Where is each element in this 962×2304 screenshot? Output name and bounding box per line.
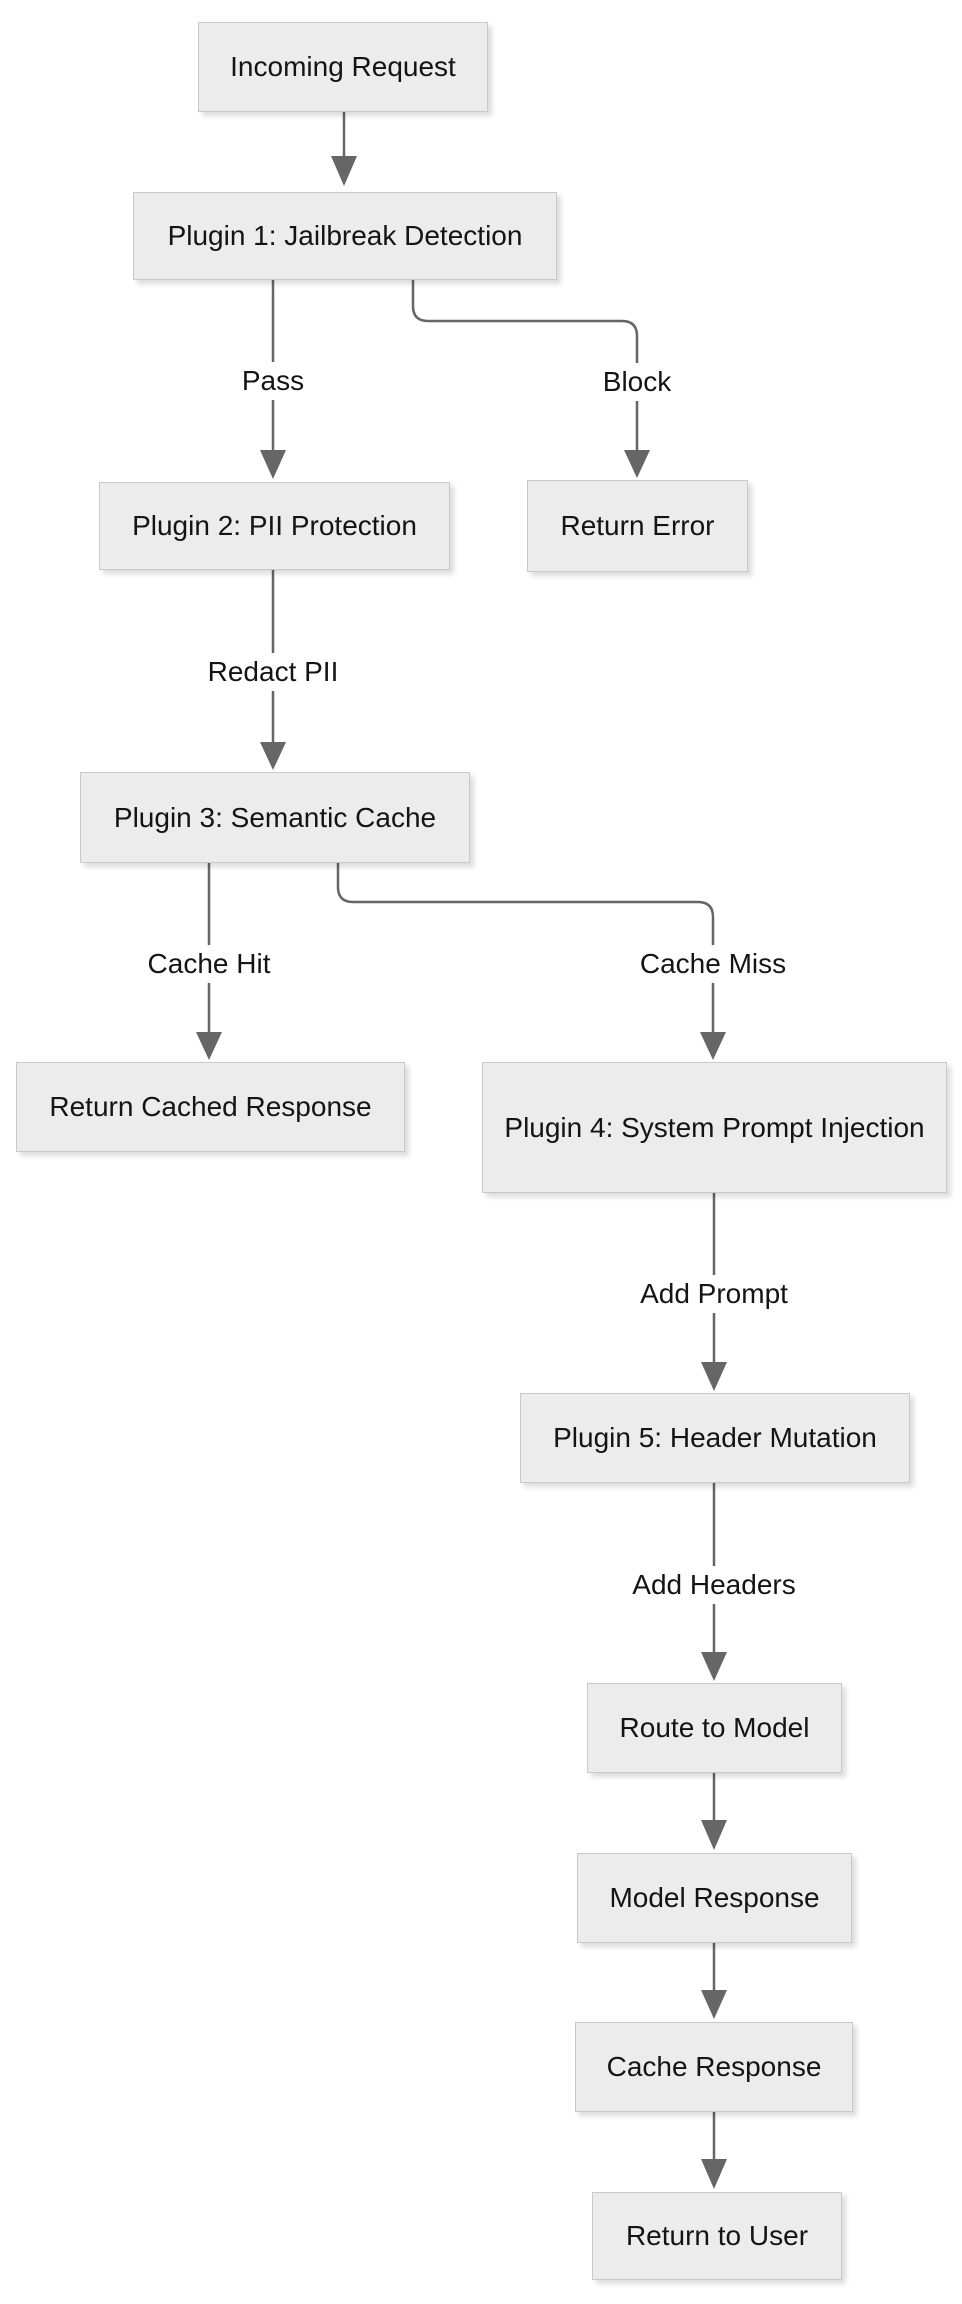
edge-label-add-prompt: Add Prompt <box>632 1275 796 1313</box>
arrowhead-icon <box>701 2159 727 2189</box>
arrowhead-icon <box>624 450 650 478</box>
node-return-to-user: Return to User <box>592 2192 842 2280</box>
edge-cache-response-to-return-to-user <box>701 2112 727 2189</box>
arrowhead-icon <box>331 156 357 186</box>
edge-label-block: Block <box>594 363 680 401</box>
arrowhead-icon <box>701 1652 727 1681</box>
edge-incoming-request-to-plugin1 <box>331 112 357 186</box>
edge-route-to-model-to-model-response <box>701 1773 727 1850</box>
node-plugin1-jailbreak-detection: Plugin 1: Jailbreak Detection <box>133 192 557 280</box>
node-cache-response: Cache Response <box>575 2022 853 2112</box>
node-return-error: Return Error <box>527 480 748 572</box>
edge-label-pass: Pass <box>233 362 313 400</box>
arrowhead-icon <box>196 1032 222 1060</box>
node-plugin4-system-prompt-injection: Plugin 4: System Prompt Injection <box>482 1062 947 1193</box>
arrowhead-icon <box>260 742 286 770</box>
arrowhead-icon <box>701 1820 727 1850</box>
arrowhead-icon <box>701 1990 727 2019</box>
edge-label-cache-miss: Cache Miss <box>631 945 795 983</box>
arrowhead-icon <box>260 450 286 479</box>
edge-plugin3-to-plugin4-cache-miss <box>336 863 726 1060</box>
edge-plugin1-to-return-error-block <box>411 280 650 478</box>
node-return-cached-response: Return Cached Response <box>16 1062 405 1152</box>
edge-label-redact-pii: Redact PII <box>199 653 347 691</box>
node-model-response: Model Response <box>577 1853 852 1943</box>
node-plugin5-header-mutation: Plugin 5: Header Mutation <box>520 1393 910 1483</box>
node-route-to-model: Route to Model <box>587 1683 842 1773</box>
node-incoming-request: Incoming Request <box>198 22 488 112</box>
node-plugin3-semantic-cache: Plugin 3: Semantic Cache <box>80 772 470 863</box>
arrowhead-icon <box>700 1032 726 1060</box>
edge-label-add-headers: Add Headers <box>624 1566 804 1604</box>
edge-label-cache-hit: Cache Hit <box>139 945 279 983</box>
arrowhead-icon <box>701 1362 727 1391</box>
node-plugin2-pii-protection: Plugin 2: PII Protection <box>99 482 450 570</box>
edge-model-response-to-cache-response <box>701 1943 727 2019</box>
